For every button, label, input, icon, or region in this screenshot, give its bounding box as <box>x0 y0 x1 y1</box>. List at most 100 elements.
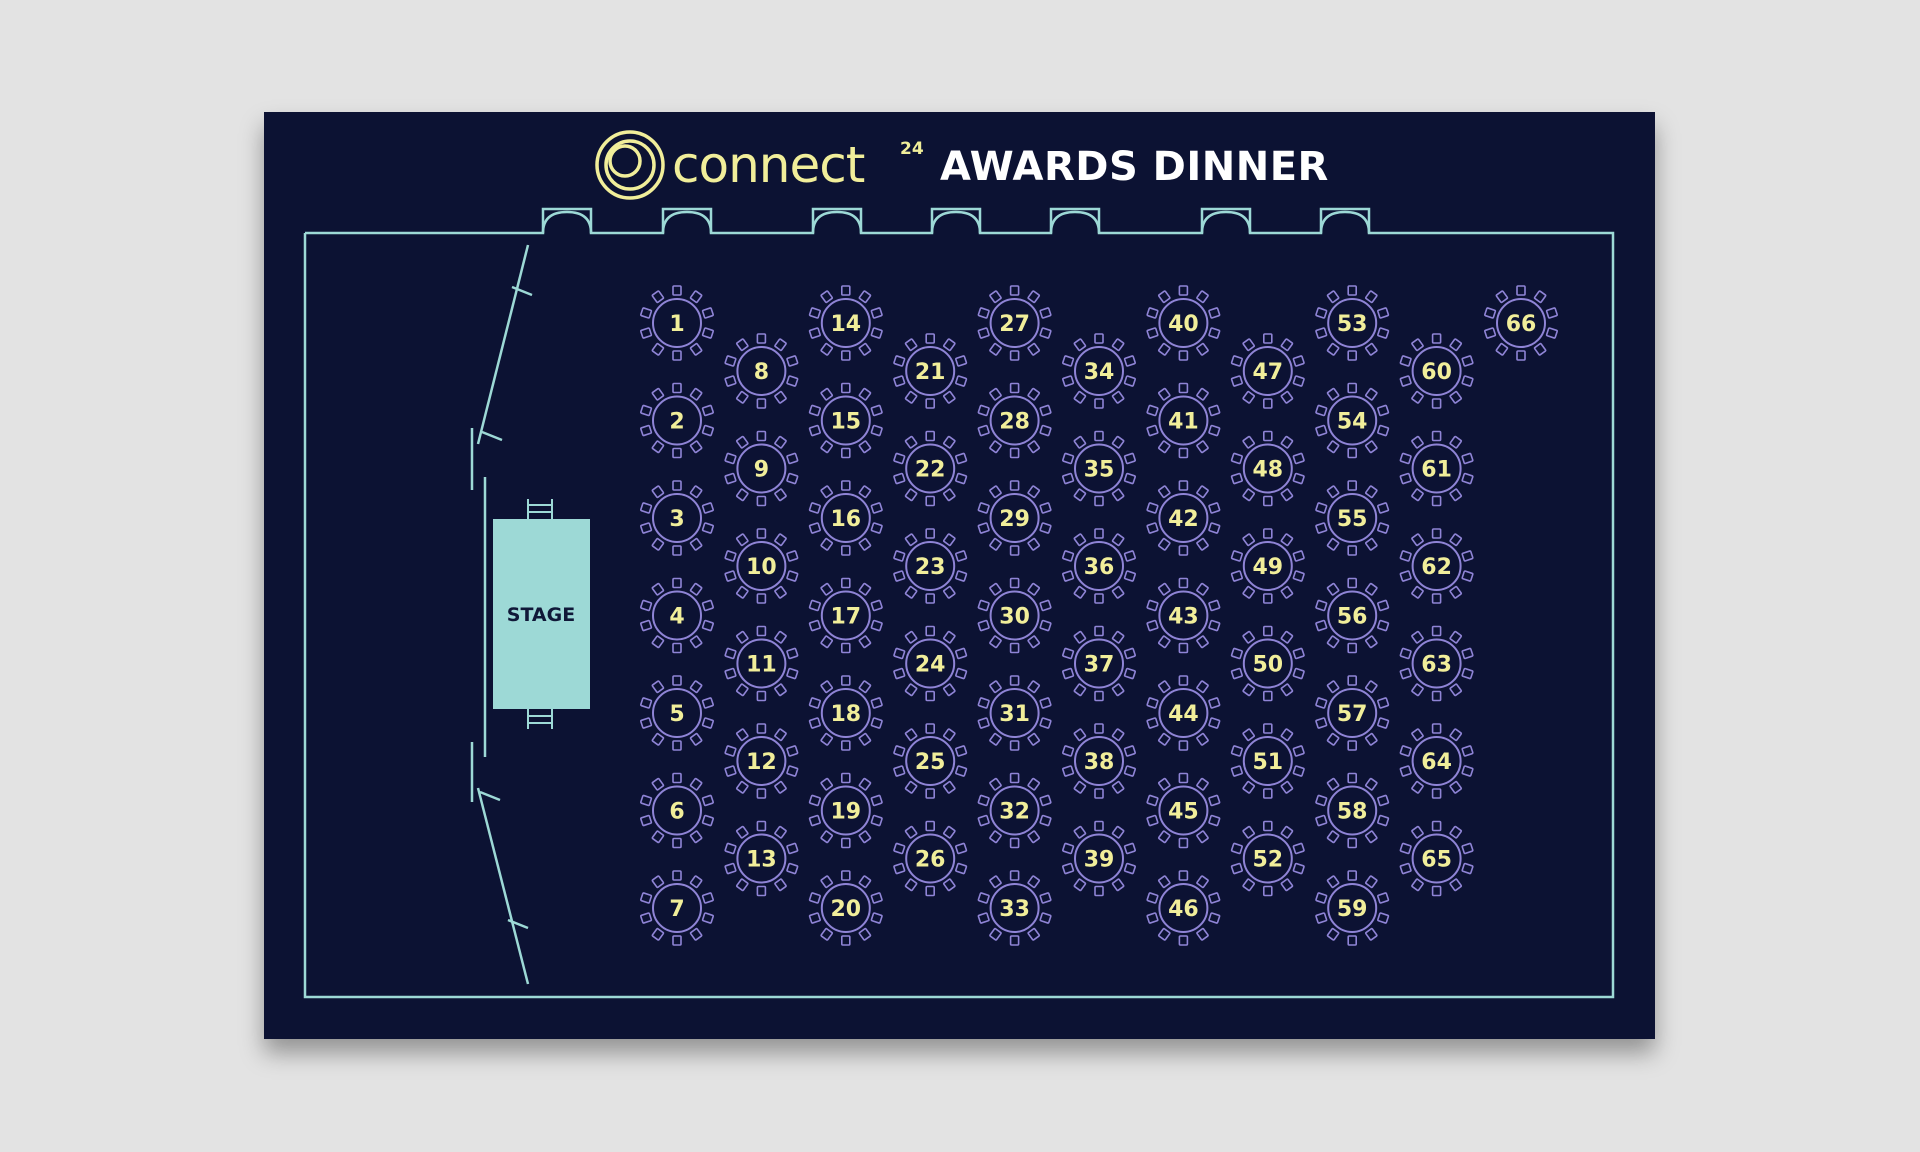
chair <box>1326 387 1340 401</box>
table-10: 10 <box>724 528 799 604</box>
chair <box>925 593 936 604</box>
table-top <box>989 883 1040 933</box>
chair <box>1178 935 1189 946</box>
chair <box>1039 599 1052 612</box>
chair <box>1062 647 1075 660</box>
chair <box>1431 430 1442 442</box>
table-top <box>1327 395 1378 446</box>
table-number: 41 <box>1168 410 1199 435</box>
table-18: 18 <box>808 675 883 751</box>
table-16: 16 <box>808 480 883 556</box>
chair <box>820 777 833 791</box>
chair <box>786 550 799 562</box>
table-51: 51 <box>1230 723 1305 799</box>
table-number: 21 <box>915 360 946 385</box>
chair <box>1280 683 1294 697</box>
chair <box>1009 675 1020 686</box>
chair <box>1158 440 1171 454</box>
chair <box>1365 582 1378 596</box>
chair <box>672 285 682 296</box>
table-top <box>820 785 871 836</box>
chair <box>774 780 787 794</box>
chair <box>820 680 833 694</box>
chair <box>1461 862 1474 875</box>
chair <box>840 350 851 361</box>
chair <box>1009 382 1020 394</box>
chair <box>736 338 749 352</box>
chair <box>1315 794 1328 807</box>
chair <box>893 745 906 757</box>
chair <box>1073 533 1087 547</box>
chair <box>640 424 653 437</box>
chair <box>858 582 872 596</box>
table-13: 13 <box>724 820 799 897</box>
chair <box>904 630 918 644</box>
chair <box>1009 837 1020 849</box>
chair <box>1262 690 1273 702</box>
table-top <box>989 395 1040 446</box>
chair <box>1461 375 1474 387</box>
chair <box>1073 728 1087 742</box>
chair <box>955 745 968 757</box>
chair <box>640 619 653 632</box>
table-top <box>820 493 871 543</box>
chair <box>1326 680 1340 694</box>
chair <box>756 398 767 409</box>
chair <box>1347 772 1357 784</box>
chair <box>1230 842 1243 855</box>
chair <box>1123 667 1136 680</box>
chair <box>955 862 968 875</box>
chair <box>1431 398 1442 409</box>
chair <box>1280 630 1294 644</box>
table-43: 43 <box>1146 577 1221 654</box>
chair <box>808 697 821 709</box>
table-top <box>1158 493 1209 543</box>
chair <box>1178 740 1189 751</box>
chair <box>1242 728 1255 742</box>
chair <box>1027 342 1040 356</box>
chair <box>1347 740 1357 751</box>
chair <box>1111 825 1125 839</box>
table-number: 42 <box>1168 507 1199 532</box>
chair <box>1230 667 1243 680</box>
chair <box>1280 533 1294 547</box>
chair <box>1315 307 1328 319</box>
chair <box>1094 885 1104 897</box>
chair <box>756 625 767 637</box>
chair <box>1208 307 1221 319</box>
chair <box>1347 837 1357 849</box>
chair <box>955 472 968 485</box>
table-top <box>1158 395 1209 446</box>
table-36: 36 <box>1062 528 1136 604</box>
chair <box>925 820 936 832</box>
table-50: 50 <box>1230 625 1305 702</box>
chair <box>1027 680 1040 694</box>
table-28: 28 <box>977 382 1052 459</box>
chair <box>1027 830 1040 844</box>
table-number: 10 <box>746 555 777 580</box>
chair <box>1315 619 1328 632</box>
chair <box>977 717 990 729</box>
table-41: 41 <box>1146 382 1221 459</box>
table-top <box>736 736 787 786</box>
chair <box>1146 307 1159 319</box>
chair <box>977 307 990 319</box>
chair <box>756 885 767 897</box>
chair <box>1545 327 1558 339</box>
chair <box>925 788 936 799</box>
chair <box>1347 577 1357 589</box>
chair <box>870 307 883 319</box>
table-number: 9 <box>754 458 769 483</box>
table-number: 14 <box>830 312 861 337</box>
chair <box>1242 533 1255 547</box>
table-26: 26 <box>893 820 968 897</box>
chair <box>870 327 883 339</box>
chair <box>893 375 906 387</box>
table-top <box>1411 736 1462 786</box>
chair <box>1399 842 1412 855</box>
chair <box>1094 333 1104 344</box>
chair <box>1146 404 1159 417</box>
chair <box>1146 717 1159 729</box>
chair <box>893 862 906 875</box>
chair <box>1111 585 1125 599</box>
